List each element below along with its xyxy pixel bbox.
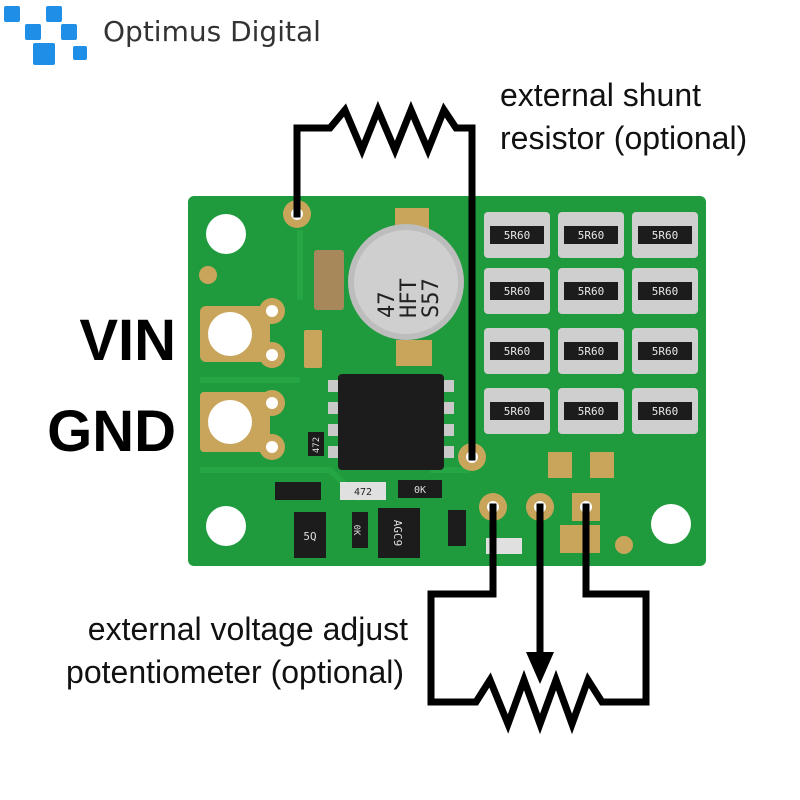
shunt-resistor: 5R60 (632, 268, 698, 314)
shunt-resistor-code: 5R60 (652, 345, 679, 358)
shunt-resistor: 5R60 (558, 212, 624, 258)
shunt-resistor-code: 5R60 (578, 229, 605, 242)
shunt-resistor: 5R60 (558, 328, 624, 374)
shunt-resistor-symbol (293, 100, 476, 461)
brand-logo: Optimus Digital (4, 6, 321, 65)
pot-label-line2: potentiometer (optional) (66, 654, 404, 690)
logo-square-icon (61, 24, 77, 40)
shunt-resistor: 5R60 (558, 268, 624, 314)
shunt-resistor-array: 5R60 5R60 5R60 5R60 5R60 5R60 5R60 5R60 5R60 5R60… (484, 212, 698, 434)
shunt-label-line1: external shunt (500, 77, 701, 113)
shunt-label-line2: resistor (optional) (500, 120, 747, 156)
logo-square-icon (73, 46, 87, 60)
main-ic-chip (328, 374, 454, 470)
shunt-resistor: 5R60 (484, 328, 550, 374)
logo-square-icon (46, 6, 62, 22)
shunt-resistor: 5R60 (484, 388, 550, 434)
shunt-resistor-code: 5R60 (578, 345, 605, 358)
via-pad (199, 266, 217, 284)
logo-square-icon (33, 43, 55, 65)
electrolytic-capacitor: 47 HFT S57 (348, 208, 464, 366)
shunt-resistor-code: 5R60 (652, 405, 679, 418)
ic-marking: 5Q (303, 530, 316, 543)
shunt-resistor-code: 5R60 (652, 229, 679, 242)
shunt-resistor-code: 5R60 (578, 405, 605, 418)
ic-marking: 0K (414, 485, 426, 496)
gnd-pad (200, 390, 285, 460)
vin-label: VIN (79, 308, 176, 373)
shunt-resistor-code: 5R60 (504, 285, 531, 298)
ic-marking: 472 (354, 487, 372, 498)
via-pad (615, 536, 633, 554)
shunt-resistor-code: 5R60 (578, 285, 605, 298)
ic-marking: 0K (351, 525, 361, 536)
shunt-resistor: 5R60 (632, 212, 698, 258)
shunt-resistor-code: 5R60 (504, 405, 531, 418)
wiper-arrow-icon (526, 652, 554, 684)
brand-name: Optimus Digital (103, 15, 321, 48)
capacitor-code: HFT (397, 278, 422, 318)
shunt-resistor-code: 5R60 (504, 229, 531, 242)
ic-marking: AGC9 (391, 520, 404, 547)
pcb-board: 47 HFT S57 472 472 0K 5Q 0K (188, 196, 706, 566)
capacitor-value: 47 (375, 292, 400, 319)
vin-pad (200, 298, 285, 368)
shunt-resistor: 5R60 (632, 388, 698, 434)
small-component (304, 330, 322, 368)
logo-square-icon (25, 24, 41, 40)
shunt-resistor: 5R60 (558, 388, 624, 434)
potentiometer-wiring (427, 503, 650, 735)
ceramic-capacitor (314, 250, 344, 310)
logo-square-icon (4, 6, 20, 22)
gnd-label: GND (47, 399, 176, 464)
shunt-resistor: 5R60 (484, 268, 550, 314)
capacitor-series: S57 (419, 278, 444, 318)
shunt-resistor-wiring (293, 100, 476, 461)
potentiometer-symbol (427, 503, 650, 735)
ic-marking: 472 (312, 437, 322, 453)
shunt-resistor-code: 5R60 (652, 285, 679, 298)
mounting-hole (206, 506, 246, 546)
shunt-resistor: 5R60 (632, 328, 698, 374)
mounting-hole (206, 214, 246, 254)
shunt-resistor-code: 5R60 (504, 345, 531, 358)
mounting-hole (651, 504, 691, 544)
shunt-resistor: 5R60 (484, 212, 550, 258)
pot-label-line1: external voltage adjust (88, 611, 408, 647)
